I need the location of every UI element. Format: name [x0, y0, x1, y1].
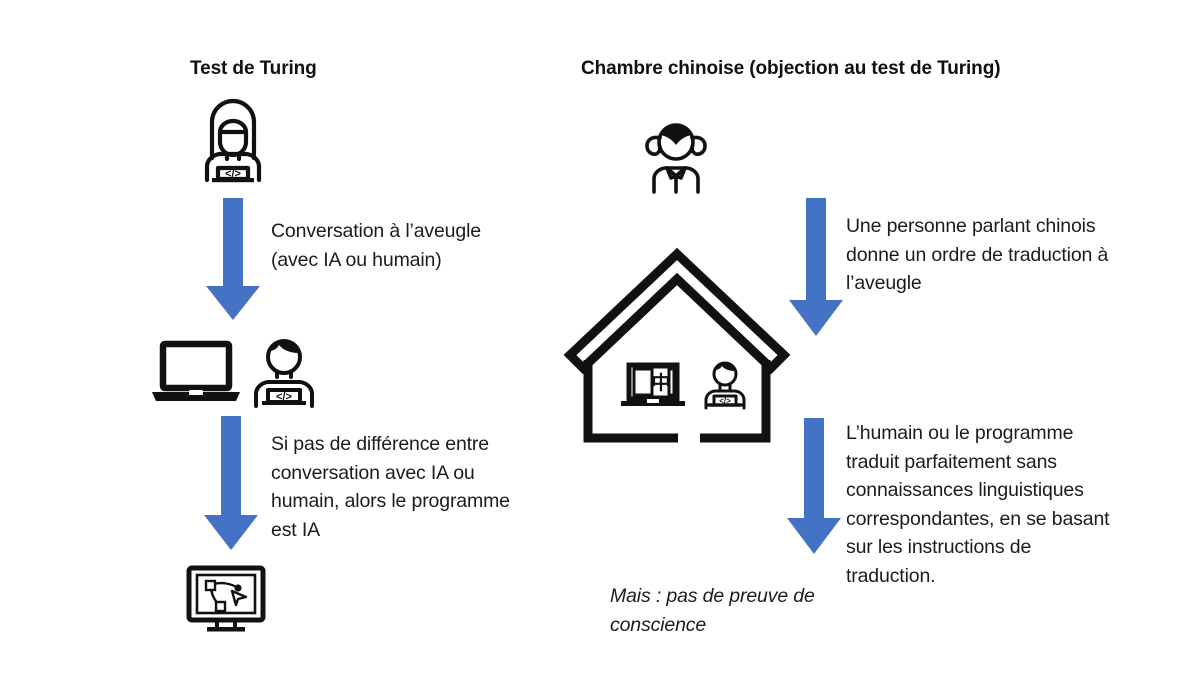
- svg-text:</>: </>: [225, 168, 241, 180]
- left-column-title: Test de Turing: [190, 58, 317, 79]
- man-at-laptop-icon: </>: [248, 336, 320, 408]
- right-conclusion-text: Mais : pas de preuve de conscience: [610, 585, 815, 636]
- monitor-pen-tool-icon: [186, 565, 266, 634]
- arrow-down-conversation: [202, 198, 264, 322]
- right-column-title: Chambre chinoise (objection au test de T…: [581, 58, 1001, 79]
- left-step-1-text: Conversation à l’aveugle (avec IA ou hum…: [271, 220, 481, 271]
- arrow-down-translation: [783, 418, 845, 556]
- arrow-down-conclusion: [200, 416, 262, 552]
- woman-at-laptop-icon: </>: [194, 96, 272, 183]
- chinese-character-label: 中: [651, 371, 670, 394]
- right-step-1-text: Une personne parlant chinois donne un or…: [846, 215, 1109, 294]
- right-step-2-text: L’humain ou le programme traduit parfait…: [846, 422, 1110, 587]
- house-icon: 中 </>: [563, 247, 791, 453]
- svg-text:</>: </>: [719, 397, 731, 406]
- laptop-icon: [152, 340, 240, 404]
- svg-text:</>: </>: [276, 391, 292, 403]
- left-step-2-text: Si pas de différence entre conversation …: [271, 433, 510, 541]
- arrow-down-order: [785, 198, 847, 338]
- person-pigtails-icon: [638, 118, 714, 194]
